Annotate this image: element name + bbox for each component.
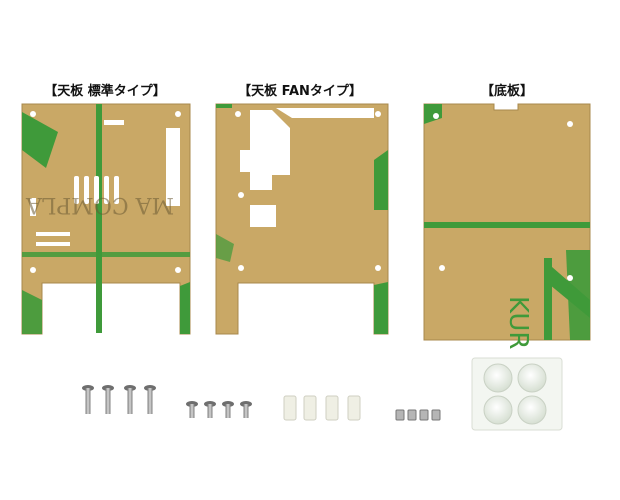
bottom-panel: KUR <box>423 103 591 349</box>
short-screws <box>186 401 252 418</box>
standard-panel-film-text: MA COMPLA <box>25 192 174 217</box>
long-screws <box>82 385 156 414</box>
top-fan-panel <box>215 103 389 335</box>
nuts <box>395 409 441 421</box>
rubber-feet <box>471 357 563 431</box>
bottom-panel-film-text: KUR <box>503 296 533 349</box>
label-bottom: 【底板】 <box>480 84 533 99</box>
label-top-standard: 【天板 標準タイプ】 <box>44 84 166 99</box>
top-standard-panel: MA COMPLA <box>21 103 191 335</box>
spacers <box>283 395 361 421</box>
label-top-fan: 【天板 FANタイプ】 <box>238 84 362 99</box>
